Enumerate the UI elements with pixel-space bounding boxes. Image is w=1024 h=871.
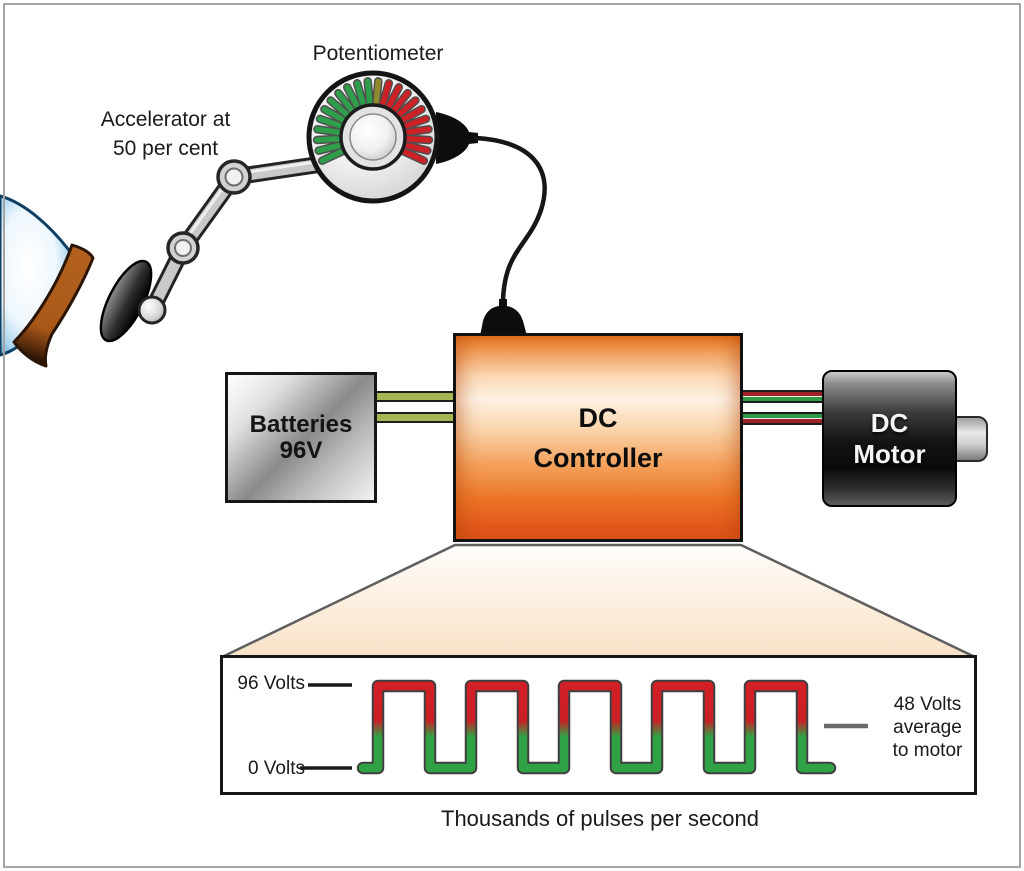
pulses-caption: Thousands of pulses per second	[441, 806, 759, 831]
accelerator-label-line1: Accelerator at	[100, 108, 231, 131]
linkage-arm	[137, 155, 331, 325]
controller-label-line2: Controller	[533, 442, 663, 473]
batteries-label-line1: Batteries	[249, 410, 353, 438]
average-volts-line1: 48 Volts	[893, 694, 962, 715]
dc-motor-box: DC Motor	[822, 370, 957, 507]
motor-wire-1	[741, 390, 825, 403]
motor-label-line1: DC	[870, 407, 909, 438]
pot-ticks	[312, 77, 434, 165]
battery-wire-1	[374, 391, 456, 402]
pot-knob	[349, 113, 397, 161]
potentiometer-dial	[306, 70, 440, 204]
pulse-waveform-panel: 96 Volts 0 Volts 48 Volts average to mot…	[220, 655, 977, 795]
controller-plug	[480, 299, 527, 336]
low-volts-label: 0 Volts	[247, 758, 305, 779]
zoom-funnel	[221, 543, 976, 659]
foot-illustration	[0, 194, 153, 368]
pot-connector	[436, 112, 478, 164]
battery-wire-2	[374, 412, 456, 423]
average-volts-label: 48 Volts average to motor	[880, 693, 975, 762]
arm-ball-joint	[137, 295, 167, 325]
accelerator-label-line2: 50 per cent	[112, 137, 219, 160]
wave-line	[358, 681, 835, 773]
motor-label-line2: Motor	[853, 438, 926, 469]
average-volts-line2: average	[893, 717, 962, 738]
average-volts-line3: to motor	[892, 740, 963, 761]
shoe-sole	[12, 243, 95, 368]
motor-wire-2	[741, 412, 825, 425]
pulse-waveform	[300, 679, 868, 775]
accelerator-label: Accelerator at 50 per cent	[58, 105, 273, 163]
high-volts-label: 96 Volts	[237, 673, 305, 694]
signal-cable	[473, 135, 547, 303]
dc-controller-box: DC Controller	[453, 333, 743, 542]
batteries-label-line2: 96V	[279, 436, 323, 464]
batteries-box: Batteries 96V	[225, 372, 377, 503]
controller-label-line1: DC	[578, 402, 618, 433]
potentiometer-label: Potentiometer	[312, 42, 444, 65]
